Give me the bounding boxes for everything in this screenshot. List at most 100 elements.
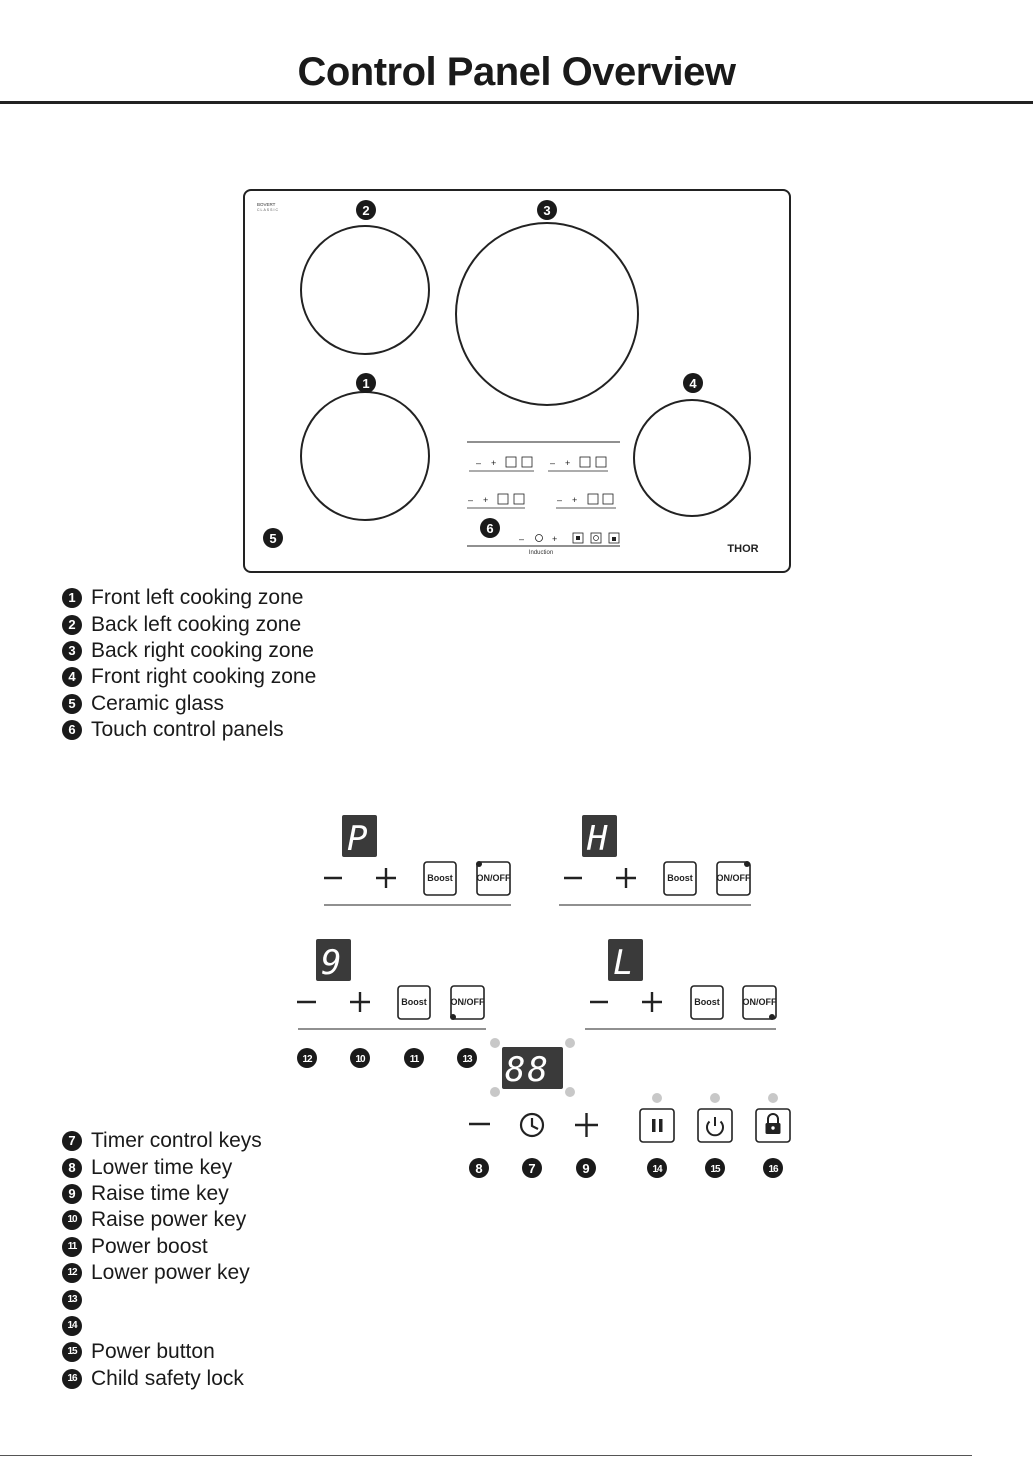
callout-14: 14 [647,1158,667,1178]
zone-display-1-value: P [347,819,367,859]
timer-clock-icon [519,1112,545,1138]
callout-9-label: 9 [582,1161,589,1176]
legend-number: 6 [62,720,82,741]
callout-4-label: 4 [689,376,697,391]
legend-text: Power button [91,1340,215,1364]
callout-6: 6 [480,518,500,538]
legend-number: 1 [62,588,82,609]
callout-2: 2 [356,200,376,220]
legend-number: 15 [62,1342,82,1363]
title-divider [0,101,1033,104]
legend-item: 9 Raise time key [62,1181,262,1207]
indicator-dot [450,1014,456,1020]
zone-display-1 [342,815,377,857]
callout-2-label: 2 [362,203,369,218]
legend-number: 5 [62,693,82,714]
callout-12-label: 12 [302,1054,313,1065]
svg-text:–: – [557,495,562,505]
zone-display-2-value: H [586,819,608,859]
boost-label: Boost [427,873,453,883]
boost-label: Boost [667,873,693,883]
legend-item: 14 [62,1313,262,1339]
control-panel-detail: .dispbox { fill:#3a3a3a; } .disptxt { fi… [297,815,791,1178]
page-title: Control Panel Overview [297,50,736,94]
callout-1: 1 [356,373,376,393]
mini-zone-controls-3: –+ [468,493,525,505]
legend-text: Touch control panels [91,718,284,742]
indicator-dot [476,861,482,867]
legend-text: Front right cooking zone [91,665,317,689]
svg-text:–: – [519,534,524,544]
legend-text: Back right cooking zone [91,638,314,662]
svg-text:CLASSIC: CLASSIC [257,208,279,212]
zone-display-4-value: L [613,943,633,983]
legend-number: 3 [62,640,82,661]
legend-text: Front left cooking zone [91,586,304,610]
zone-back-right [455,222,639,406]
legend-number: 10 [62,1210,82,1231]
boost-button [397,985,431,1020]
legend-number: 8 [62,1157,82,1178]
callout-1-label: 1 [362,376,369,391]
legend-text: Lower time key [91,1155,233,1179]
callout-11-label: 11 [410,1054,420,1065]
svg-text:+: + [552,534,557,544]
mini-timer-controls: – + [519,532,620,544]
legend-number: 9 [62,1183,82,1204]
callout-6-label: 6 [486,521,493,536]
legend-number: 14 [62,1315,82,1336]
footer-divider [0,1455,972,1456]
boost-label: Boost [401,997,427,1007]
legend-item: 13 [62,1286,262,1312]
callout-10-label: 10 [355,1054,366,1065]
ceramic-glass-outline [243,189,791,573]
legend-number: 16 [62,1368,82,1389]
callout-16-label: 16 [768,1164,779,1175]
svg-text:+: + [483,495,488,505]
legend-item: 16 Child safety lock [62,1366,262,1392]
zone-control-1: P Boost ON/OFF [324,815,511,906]
callout-7: 7 [522,1158,542,1178]
onoff-label: ON/OFF [717,873,751,883]
legend-item: 5 Ceramic glass [62,691,316,717]
legend-number: 13 [62,1289,82,1310]
legend-text: Child safety lock [91,1366,244,1390]
callout-15: 15 [705,1158,725,1178]
onoff-label: ON/OFF [477,873,511,883]
legend-text: Timer control keys [91,1129,262,1153]
callout-12: 12 [297,1048,317,1068]
pause-icon [652,1119,656,1132]
raise-time-icon [575,1113,598,1137]
legend-text: Back left cooking zone [91,612,302,636]
legend-item: 6 Touch control panels [62,717,316,743]
cooktop-diagram: BOVERT CLASSIC 2 3 1 4 5 6 –+ –+ –+ –+ –… [243,189,791,573]
legend-text: Raise time key [91,1181,229,1205]
callout-16: 16 [763,1158,783,1178]
boost-button [690,985,724,1020]
lock-icon [765,1113,781,1134]
mini-panel-label: Induction [529,550,553,556]
legend-text: Ceramic glass [91,691,225,715]
legend-text: Lower power key [91,1261,250,1285]
timer-display [502,1047,563,1089]
callout-5: 5 [263,528,283,548]
onoff-button [716,861,751,896]
callout-15-label: 15 [710,1164,721,1175]
callout-13: 13 [457,1048,477,1068]
svg-text:+: + [572,495,577,505]
onoff-button [450,985,485,1020]
timer-display-value: 88 [505,1050,550,1090]
svg-text:–: – [468,495,473,505]
power-icon [706,1117,724,1137]
svg-text:+: + [491,458,496,468]
callout-3: 3 [537,200,557,220]
onoff-label: ON/OFF [743,997,777,1007]
callout-14-label: 14 [652,1164,663,1175]
legend-number: 11 [62,1236,82,1257]
cooktop-logo-top: BOVERT [257,202,276,207]
callout-5-label: 5 [269,531,276,546]
